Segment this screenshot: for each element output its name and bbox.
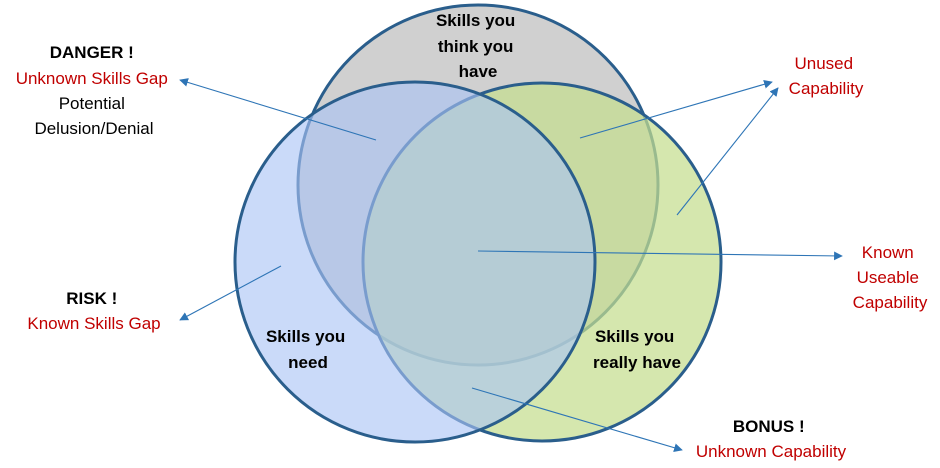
label-skills-you-need: Skills you need [266,327,350,372]
arrow-to-unused-1 [579,79,773,139]
arrow-to-bonus [471,387,683,452]
annotation-bonus: BONUS ! Unknown Capability [696,417,847,461]
arrow-to-danger [179,78,377,141]
circle-skills-need [233,80,597,444]
annotation-danger: DANGER ! Unknown Skills Gap Potential De… [16,43,173,138]
arrow-to-risk [179,265,282,321]
arrow-to-known-useable [477,250,843,261]
arrow-to-unused-2 [676,87,779,216]
label-skills-you-really-have: Skills you really have [593,327,681,372]
annotation-known-useable-capability: Known Useable Capability [853,243,928,312]
label-skills-think-you-have: Skills you think you have [436,11,520,81]
annotation-risk: RISK ! Known Skills Gap [27,289,160,333]
annotation-unused-capability: Unused Capability [789,54,864,98]
